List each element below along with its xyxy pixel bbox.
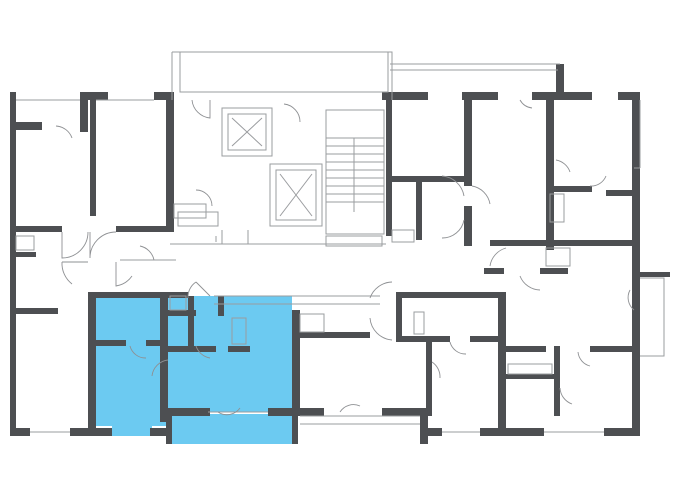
highlighted-apartment[interactable] (94, 296, 294, 444)
interior-walls (12, 100, 634, 436)
core-outline (16, 51, 665, 433)
fixtures (15, 193, 571, 375)
apartment-fill (94, 296, 292, 426)
window-strip-fill (112, 426, 152, 436)
balcony-fill (170, 414, 294, 444)
outer-walls (10, 64, 670, 444)
door-swings (55, 99, 635, 416)
